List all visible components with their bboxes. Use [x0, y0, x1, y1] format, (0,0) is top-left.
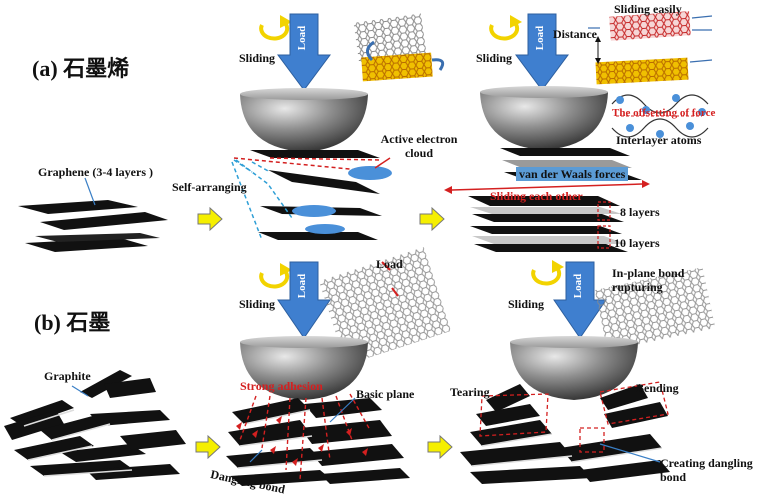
graphene-label: Graphene (3-4 layers )	[38, 165, 153, 179]
creating-dangling-bond-label: Creating dangling bond	[660, 456, 753, 484]
indenter-dome-b1	[240, 336, 368, 400]
eight-layers-label: 8 layers	[620, 205, 660, 219]
panel-b-label: (b) 石墨	[34, 310, 111, 335]
graphene-sheet-top-view-a1	[353, 13, 445, 82]
active-electron-cloud-label: Active electron cloud	[380, 132, 458, 160]
rotation-arrow-a2	[489, 15, 522, 41]
sliding-label-a1: Sliding	[239, 51, 276, 65]
in-plane-bond-label: In-plane bond rupturing	[612, 266, 685, 294]
sliding-each-other-label: Sliding each other	[490, 189, 583, 203]
sliding-label-a2: Sliding	[476, 51, 513, 65]
load-arrow-b1	[277, 261, 331, 339]
graphite-label: Graphite	[44, 369, 91, 383]
step-arrow-b2	[427, 434, 453, 460]
sliding-label-b2: Sliding	[508, 297, 545, 311]
bending-label: Bending	[636, 381, 679, 395]
offsetting-force-label: The offsetting of force	[612, 107, 716, 119]
self-arranging-label: Self-arranging	[172, 180, 247, 194]
graphene-pointer	[84, 177, 96, 206]
load-label-a1: Load	[296, 25, 309, 51]
self-arranged-layers	[231, 150, 392, 241]
graphene-initial-stack	[18, 177, 168, 252]
load-arrow-a2	[515, 13, 569, 91]
load-label-b1: Load	[296, 273, 309, 299]
strong-adhesion-label: Strong adhesion	[240, 379, 323, 393]
graphite-stack-tearing	[460, 381, 670, 484]
load-label-b1-small: Load	[376, 257, 403, 271]
load-arrow-b2	[553, 261, 607, 339]
molecular-structure-b1	[319, 247, 451, 365]
sliding-label-b1: Sliding	[239, 297, 276, 311]
load-label-b2: Load	[572, 273, 585, 299]
graphite-stack-adhesion	[226, 393, 410, 486]
step-arrow-a2	[419, 206, 445, 232]
ten-layers-label: 10 layers	[614, 236, 660, 250]
molecular-structure-b2	[594, 267, 716, 351]
indenter-dome-a2	[480, 86, 608, 150]
load-label-a2: Load	[534, 25, 547, 51]
indenter-dome-a1	[240, 88, 368, 152]
load-arrow-a1	[277, 13, 331, 91]
tearing-label: Tearing	[450, 385, 490, 399]
step-arrow-b1	[195, 434, 221, 460]
interlayer-atoms-label: Interlayer atoms	[616, 133, 702, 147]
rotation-arrow-a1	[259, 15, 292, 41]
step-arrow-a1	[197, 206, 223, 232]
force-offset-wave	[611, 94, 709, 138]
rotation-arrow-b1	[259, 263, 292, 289]
sliding-graphene-sheets	[588, 11, 713, 85]
rotation-arrow-b2	[531, 260, 564, 286]
basic-plane-label: Basic plane	[356, 387, 415, 401]
distance-label: Distance	[553, 27, 597, 41]
van-der-waals-label: van der Waals forces	[516, 167, 629, 181]
sliding-easily-label: Sliding easily	[614, 2, 682, 16]
panel-a-label: (a) 石墨烯	[32, 56, 130, 81]
indenter-dome-b2	[510, 336, 638, 400]
graphite-stack-initial	[4, 370, 186, 480]
